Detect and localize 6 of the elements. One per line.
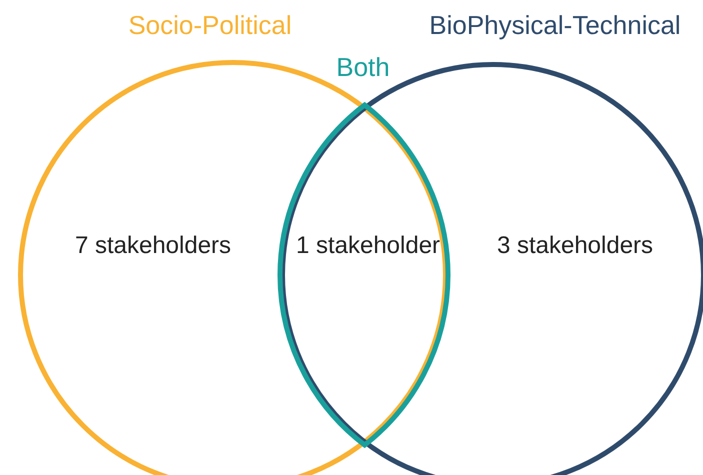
set-title: Socio-Political xyxy=(127,10,293,42)
count-label: 7 stakeholders xyxy=(74,232,232,261)
set-title: Both xyxy=(335,52,391,84)
count-label: 3 stakeholders xyxy=(496,232,654,261)
set-title: BioPhysical-Technical xyxy=(428,10,682,42)
count-label: 1 stakeholder xyxy=(294,232,442,261)
